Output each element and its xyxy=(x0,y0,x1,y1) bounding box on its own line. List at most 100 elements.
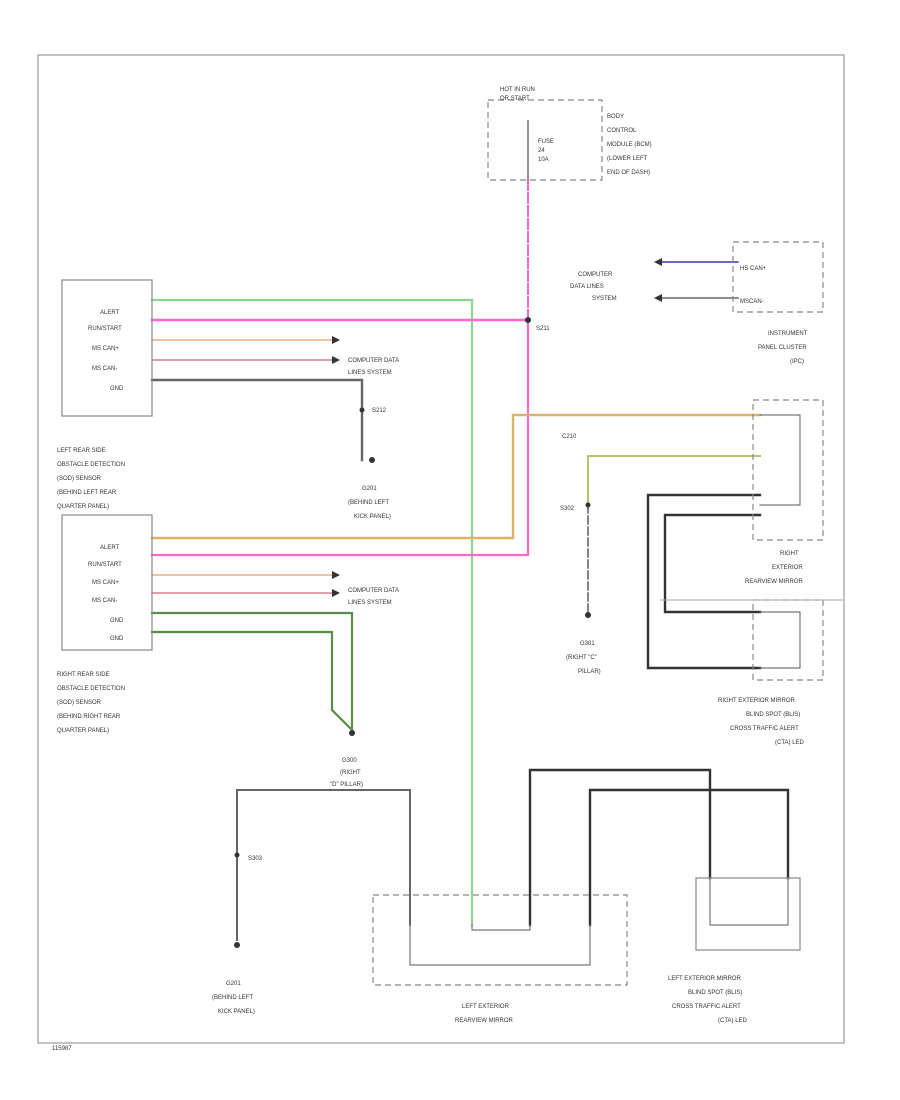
svg-text:LEFT EXTERIOR MIRROR: LEFT EXTERIOR MIRROR xyxy=(668,976,742,982)
diagram-id: 115987 xyxy=(52,1046,72,1052)
left-led-box xyxy=(695,877,801,951)
wire-pink-runstart-right xyxy=(150,318,530,557)
wire-g300 xyxy=(236,789,411,941)
svg-text:END OF DASH): END OF DASH) xyxy=(607,170,650,176)
svg-text:LINES SYSTEM: LINES SYSTEM xyxy=(348,370,392,376)
svg-text:RUN/START: RUN/START xyxy=(88,326,122,332)
arrow-cds-4 xyxy=(332,589,340,597)
svg-text:G301: G301 xyxy=(580,641,595,647)
svg-text:KICK PANEL): KICK PANEL) xyxy=(218,1009,255,1015)
svg-text:(BEHIND LEFT: (BEHIND LEFT xyxy=(348,500,389,506)
bcm-box xyxy=(487,99,603,181)
svg-text:ALERT: ALERT xyxy=(100,545,120,551)
connector-c210-label: C210 xyxy=(562,434,577,440)
ground-g201b-symbol xyxy=(234,942,240,948)
svg-text:LINES SYSTEM: LINES SYSTEM xyxy=(348,600,392,606)
svg-text:INSTRUMENT: INSTRUMENT xyxy=(768,331,808,337)
splice-s303-dot xyxy=(234,852,240,858)
wire-right-mirror-loop-a xyxy=(646,493,762,670)
svg-text:CROSS TRAFFIC ALERT: CROSS TRAFFIC ALERT xyxy=(672,1004,741,1010)
svg-text:G300: G300 xyxy=(342,758,357,764)
svg-text:MS CAN+: MS CAN+ xyxy=(92,580,119,586)
svg-text:(BEHIND LEFT REAR: (BEHIND LEFT REAR xyxy=(57,490,117,496)
svg-text:BLIND SPOT (BLIS): BLIND SPOT (BLIS) xyxy=(688,990,742,996)
svg-text:(SOD) SENSOR: (SOD) SENSOR xyxy=(57,476,102,482)
svg-text:BODY: BODY xyxy=(607,114,624,120)
right-led-name: RIGHT EXTERIOR MIRROR BLIND SPOT (BLIS) … xyxy=(718,698,805,746)
ipc-side-label: COMPUTER DATA LINES SYSTEM xyxy=(570,272,617,302)
svg-text:MSCAN-: MSCAN- xyxy=(740,299,764,305)
ipc-box xyxy=(732,241,824,313)
svg-text:FUSE: FUSE xyxy=(538,139,554,145)
svg-text:QUARTER PANEL): QUARTER PANEL) xyxy=(57,728,109,734)
svg-text:CONTROL: CONTROL xyxy=(607,128,637,134)
arrow-cds-3 xyxy=(332,571,340,579)
arrow-cds-1 xyxy=(332,336,340,344)
power-source-label: HOT IN RUN OR START xyxy=(500,87,535,102)
svg-text:(BEHIND LEFT: (BEHIND LEFT xyxy=(212,995,253,1001)
svg-text:MODULE (BCM): MODULE (BCM) xyxy=(607,142,652,148)
svg-text:OBSTACLE DETECTION: OBSTACLE DETECTION xyxy=(57,686,125,692)
svg-text:(CTA) LED: (CTA) LED xyxy=(718,1018,748,1024)
svg-text:MS CAN-: MS CAN- xyxy=(92,366,117,372)
ground-g201a-label: G201 (BEHIND LEFT KICK PANEL) xyxy=(348,486,391,520)
wire-green-alert xyxy=(150,298,474,927)
wire-olive xyxy=(587,455,761,506)
svg-text:OBSTACLE DETECTION: OBSTACLE DETECTION xyxy=(57,462,125,468)
wire-left-mirror-loop-a xyxy=(528,768,712,927)
svg-text:REARVIEW MIRROR: REARVIEW MIRROR xyxy=(745,579,804,585)
svg-text:BLIND SPOT (BLIS): BLIND SPOT (BLIS) xyxy=(746,712,800,718)
splice-s303-label: S303 xyxy=(248,856,263,862)
svg-text:PANEL CLUSTER: PANEL CLUSTER xyxy=(758,345,807,351)
svg-text:(RIGHT "C": (RIGHT "C" xyxy=(566,655,597,661)
svg-text:SYSTEM: SYSTEM xyxy=(592,296,617,302)
fuse-label: FUSE 24 10A xyxy=(538,139,554,163)
svg-text:QUARTER PANEL): QUARTER PANEL) xyxy=(57,504,109,510)
wire-gnd-left xyxy=(150,378,364,462)
right-mirror-name: RIGHT EXTERIOR REARVIEW MIRROR xyxy=(745,551,804,585)
svg-text:G201: G201 xyxy=(362,486,377,492)
svg-text:10A: 10A xyxy=(538,157,549,163)
svg-text:(BEHIND RIGHT REAR: (BEHIND RIGHT REAR xyxy=(57,714,121,720)
svg-text:(RIGHT: (RIGHT xyxy=(340,770,361,776)
left-mirror-box xyxy=(372,894,628,986)
wire-gnd-right-2 xyxy=(150,630,354,732)
splice-s212-label: S212 xyxy=(372,408,387,414)
arrow-ipc-2 xyxy=(654,294,662,302)
svg-text:RUN/START: RUN/START xyxy=(88,562,122,568)
bcm-label: BODY CONTROL MODULE (BCM) (LOWER LEFT EN… xyxy=(607,114,652,176)
svg-text:GND: GND xyxy=(110,386,124,392)
svg-text:GND: GND xyxy=(110,618,124,624)
svg-text:LEFT EXTERIOR: LEFT EXTERIOR xyxy=(462,1004,510,1010)
ipc-pins: HS CAN+ MSCAN- xyxy=(740,266,767,305)
svg-text:MS CAN+: MS CAN+ xyxy=(92,346,119,352)
svg-text:(CTA) LED: (CTA) LED xyxy=(775,740,805,746)
left-mirror-name: LEFT EXTERIOR REARVIEW MIRROR xyxy=(455,1004,514,1024)
left-sensor-box xyxy=(61,279,153,417)
svg-text:EXTERIOR: EXTERIOR xyxy=(772,565,803,571)
splice-s211-label: S211 xyxy=(536,326,550,332)
svg-text:MS CAN-: MS CAN- xyxy=(92,598,117,604)
left-sensor-pins: ALERT RUN/START MS CAN+ MS CAN- GND xyxy=(88,310,124,392)
ground-g300-label: G300 (RIGHT "D" PILLAR) xyxy=(330,758,363,788)
ground-g201a-symbol xyxy=(369,457,375,463)
wire-left-mirror-inner-2 xyxy=(471,924,531,931)
left-led-name: LEFT EXTERIOR MIRROR BLIND SPOT (BLIS) C… xyxy=(668,976,748,1024)
right-sensor-pins: ALERT RUN/START MS CAN+ MS CAN- GND GND xyxy=(88,545,124,642)
wire-left-led-inner xyxy=(709,877,789,926)
cds-label-top: COMPUTER DATA LINES SYSTEM xyxy=(348,358,399,376)
svg-text:(SOD) SENSOR: (SOD) SENSOR xyxy=(57,700,102,706)
svg-text:(IPC): (IPC) xyxy=(790,359,804,365)
wire-tan-alert xyxy=(150,413,762,540)
splice-s212-dot xyxy=(359,407,365,413)
svg-text:ALERT: ALERT xyxy=(100,310,120,316)
svg-text:CROSS TRAFFIC ALERT: CROSS TRAFFIC ALERT xyxy=(730,726,799,732)
arrow-ipc-1 xyxy=(654,258,662,266)
svg-text:PILLAR): PILLAR) xyxy=(578,669,601,675)
svg-text:RIGHT EXTERIOR MIRROR: RIGHT EXTERIOR MIRROR xyxy=(718,698,796,704)
svg-text:RIGHT REAR SIDE: RIGHT REAR SIDE xyxy=(57,672,110,678)
svg-text:KICK PANEL): KICK PANEL) xyxy=(354,514,391,520)
svg-text:"D" PILLAR): "D" PILLAR) xyxy=(330,782,363,788)
svg-text:OR START: OR START xyxy=(500,96,530,102)
splice-s302-label: S302 xyxy=(560,506,575,512)
